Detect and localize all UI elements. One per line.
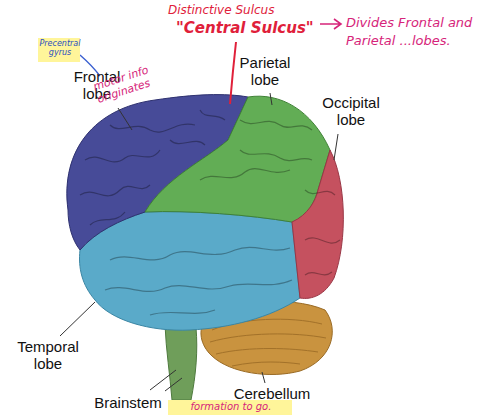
- handwritten-note: Distinctive Sulcus: [168, 4, 318, 18]
- gyri-lines: [80, 110, 340, 315]
- handwritten-note: formation to go.: [172, 401, 290, 413]
- brainstem-shape: [165, 325, 197, 400]
- leader-lines: [60, 93, 338, 391]
- lobe-label: Temporal lobe: [10, 338, 86, 373]
- highlight: [38, 38, 80, 62]
- temporal-lobe-shape: [80, 212, 300, 331]
- handwritten-note: Divides Frontal and Parietal ...lobes.: [346, 14, 496, 49]
- central-sulcus-pointer: [230, 42, 236, 104]
- handwritten-note: Precentral gyrus: [39, 39, 81, 57]
- lobe-label: Occipital lobe: [315, 94, 387, 129]
- lobe-label: Cerebellum: [226, 385, 318, 402]
- lobe-label: Brainstem: [88, 394, 168, 411]
- lobe-label: Parietal lobe: [230, 54, 300, 89]
- parietal-lobe-shape: [145, 96, 330, 222]
- handwritten-note: "Central Sulcus": [176, 20, 326, 37]
- handwritten-arrow: [320, 19, 341, 29]
- highlight: [168, 400, 292, 415]
- occipital-lobe-shape: [292, 150, 343, 298]
